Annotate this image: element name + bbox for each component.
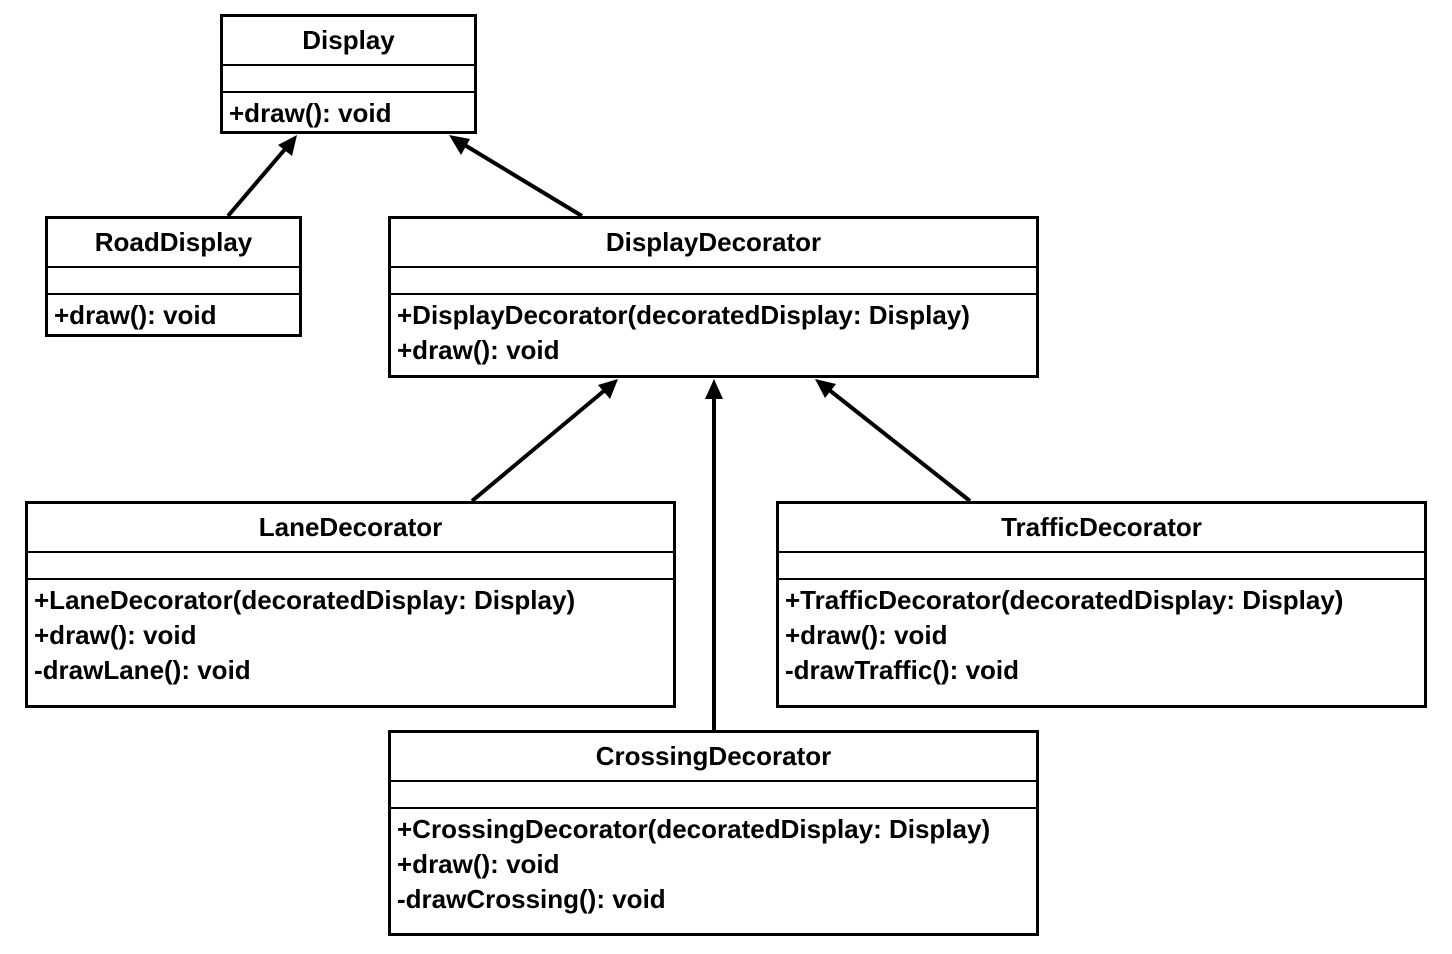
arrowhead-crossingdecorator-to-displaydecorator: [705, 379, 723, 399]
class-name: TrafficDecorator: [779, 504, 1424, 553]
class-methods: +CrossingDecorator(decoratedDisplay: Dis…: [391, 809, 1036, 917]
class-method: +CrossingDecorator(decoratedDisplay: Dis…: [397, 814, 991, 844]
class-road-display: RoadDisplay +draw(): void: [45, 216, 302, 337]
class-method: -drawTraffic(): void: [785, 655, 1020, 685]
class-name: LaneDecorator: [28, 504, 673, 553]
class-methods: +draw(): void: [223, 93, 474, 131]
class-method: +draw(): void: [54, 300, 217, 330]
class-methods: +TrafficDecorator(decoratedDisplay: Disp…: [779, 580, 1424, 688]
class-attributes: [28, 553, 673, 580]
class-traffic-decorator: TrafficDecorator +TrafficDecorator(decor…: [776, 501, 1427, 708]
class-method: +draw(): void: [785, 620, 948, 650]
class-attributes: [391, 268, 1036, 295]
class-method: +draw(): void: [34, 620, 197, 650]
class-crossing-decorator: CrossingDecorator +CrossingDecorator(dec…: [388, 730, 1039, 936]
arrowhead-displaydecorator-to-display: [449, 135, 470, 155]
class-method: +draw(): void: [397, 849, 560, 879]
class-lane-decorator: LaneDecorator +LaneDecorator(decoratedDi…: [25, 501, 676, 708]
class-name: Display: [223, 17, 474, 66]
class-name: DisplayDecorator: [391, 219, 1036, 268]
class-method: +LaneDecorator(decoratedDisplay: Display…: [34, 585, 576, 615]
arrow-trafficdecorator-to-displaydecorator: [826, 387, 972, 503]
class-display-decorator: DisplayDecorator +DisplayDecorator(decor…: [388, 216, 1039, 378]
class-methods: +draw(): void: [48, 295, 299, 333]
arrow-displaydecorator-to-display: [461, 142, 584, 218]
arrowhead-roaddisplay-to-display: [278, 135, 297, 156]
class-attributes: [48, 268, 299, 295]
class-methods: +DisplayDecorator(decoratedDisplay: Disp…: [391, 295, 1036, 368]
class-method: +draw(): void: [229, 98, 392, 128]
arrowhead-trafficdecorator-to-displaydecorator: [815, 379, 836, 398]
class-name: RoadDisplay: [48, 219, 299, 268]
class-attributes: [779, 553, 1424, 580]
class-method: -drawLane(): void: [34, 655, 251, 685]
arrow-roaddisplay-to-display: [226, 146, 288, 218]
arrowhead-lanedecorator-to-displaydecorator: [598, 379, 618, 399]
class-attributes: [223, 66, 474, 93]
class-name: CrossingDecorator: [391, 733, 1036, 782]
class-display: Display +draw(): void: [220, 14, 477, 134]
arrow-lanedecorator-to-displaydecorator: [470, 388, 607, 503]
class-methods: +LaneDecorator(decoratedDisplay: Display…: [28, 580, 673, 688]
class-attributes: [391, 782, 1036, 809]
class-method: -drawCrossing(): void: [397, 884, 666, 914]
class-method: +TrafficDecorator(decoratedDisplay: Disp…: [785, 585, 1344, 615]
class-method: +draw(): void: [397, 335, 560, 365]
class-method: +DisplayDecorator(decoratedDisplay: Disp…: [397, 300, 970, 330]
